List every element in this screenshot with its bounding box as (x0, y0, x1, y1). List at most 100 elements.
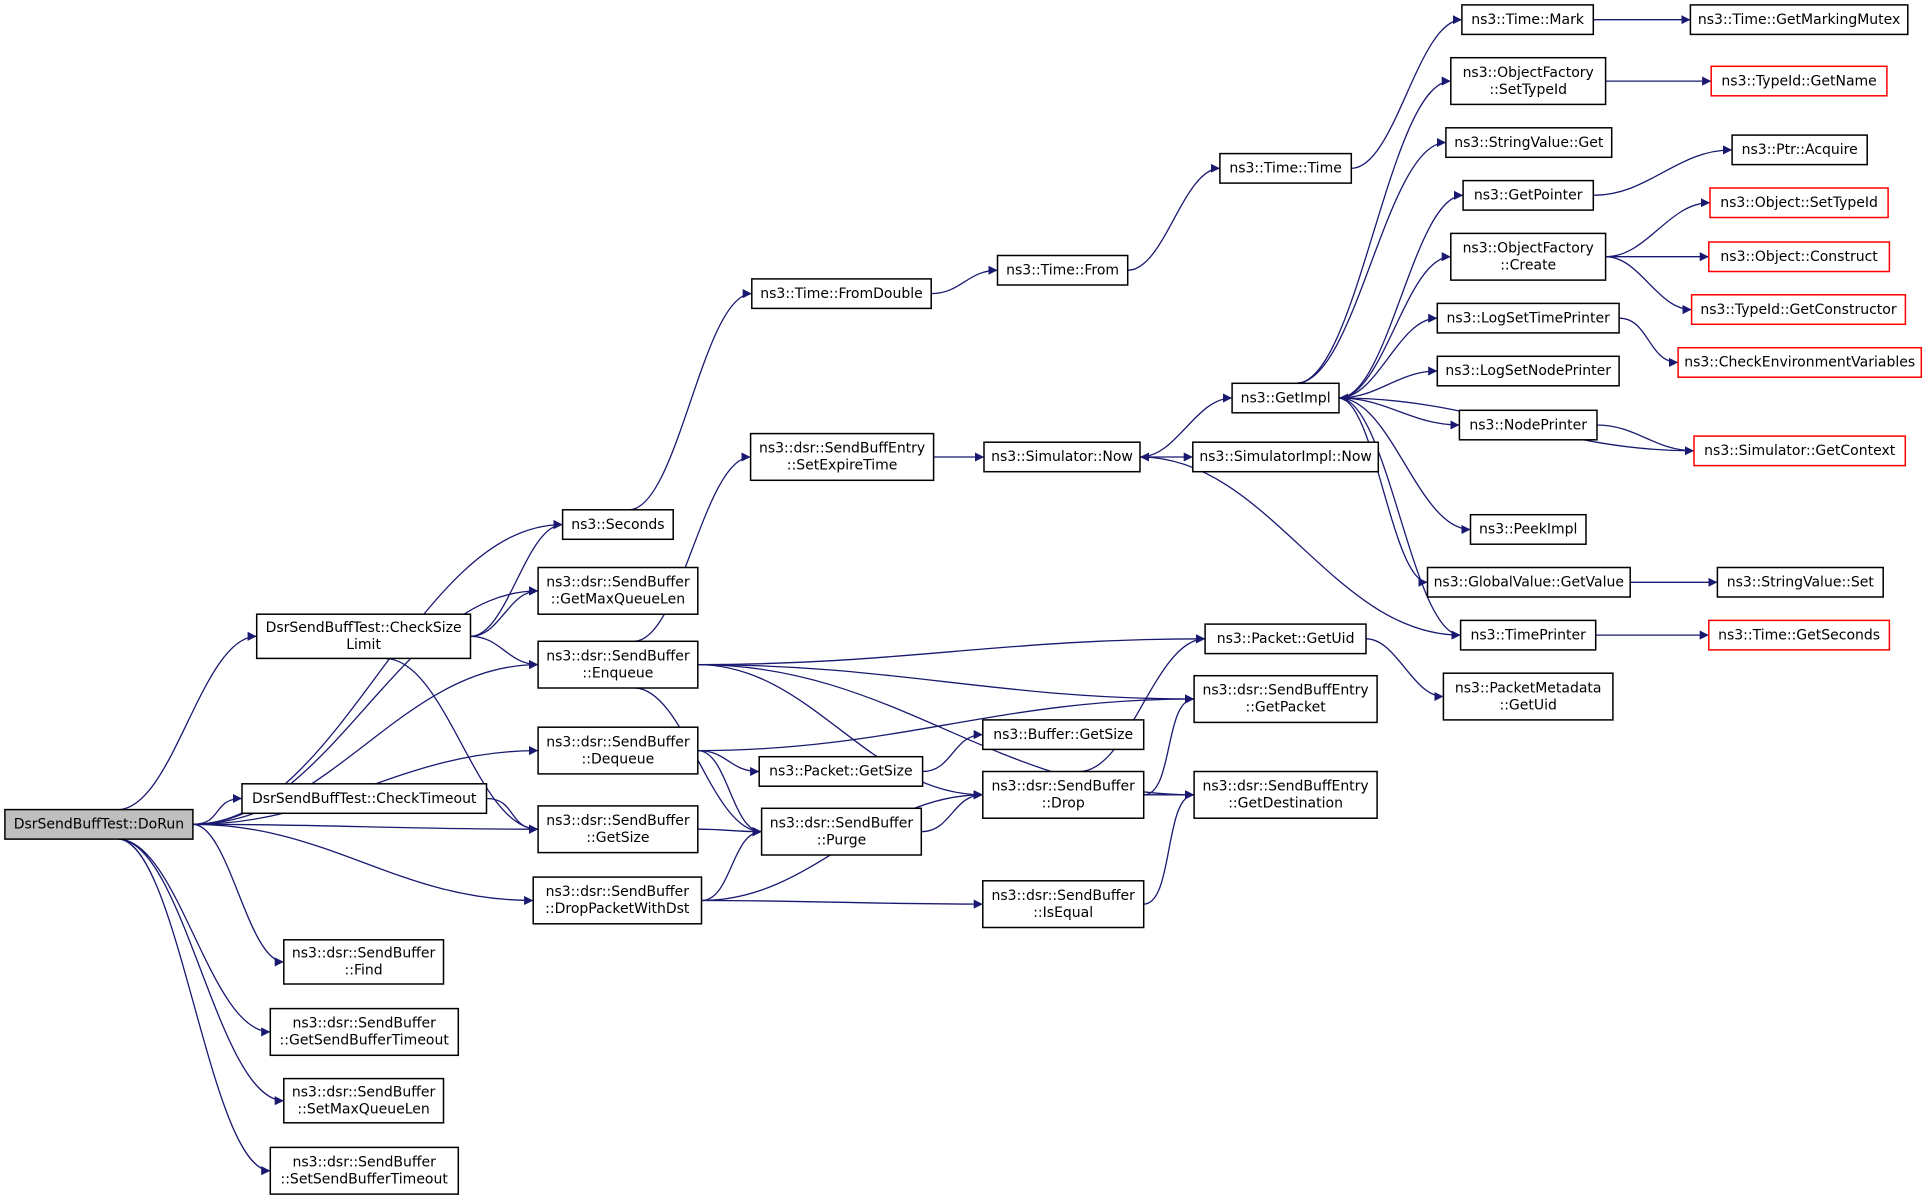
edge-path (1593, 145, 1733, 196)
node-box (532, 876, 703, 925)
nodes-layer: DsrSendBuffTest::DoRun DsrSendBuffTest::C… (4, 4, 1923, 1195)
node-label: ns3::dsr::SendBuffer (292, 946, 436, 962)
node-dequeue[interactable]: ns3::dsr::SendBuffer::Dequeue (537, 726, 699, 775)
edge-dorun-to-droppacketwithdst (192, 823, 534, 906)
node-label: ns3::TypeId::GetConstructor (1700, 302, 1896, 318)
node-label: ns3::dsr::SendBuffer (546, 884, 690, 900)
node-from[interactable]: ns3::Time::From (996, 254, 1129, 286)
node-droppacketwithdst[interactable]: ns3::dsr::SendBuffer::DropPacketWithDst (532, 876, 703, 925)
node-isequal[interactable]: ns3::dsr::SendBuffer::IsEqual (982, 880, 1145, 929)
edge-path (1296, 76, 1451, 384)
node-getmarkingmutex[interactable]: ns3::Time::GetMarkingMutex (1689, 4, 1909, 36)
node-drop[interactable]: ns3::dsr::SendBuffer::Drop (982, 770, 1145, 819)
edge-path (192, 823, 539, 834)
node-getpointer[interactable]: ns3::GetPointer (1462, 179, 1595, 211)
node-seconds[interactable]: ns3::Seconds (561, 509, 674, 541)
node-getsendbuffertimeout[interactable]: ns3::dsr::SendBuffer::GetSendBufferTimeo… (269, 1007, 460, 1057)
node-find[interactable]: ns3::dsr::SendBuffer::Find (283, 939, 445, 985)
node-getuid[interactable]: ns3::Packet::GetUid (1204, 623, 1367, 655)
node-setmaxqueuelen[interactable]: ns3::dsr::SendBuffer::SetMaxQueueLen (283, 1077, 445, 1124)
node-stringvalue-set[interactable]: ns3::StringValue::Set (1716, 566, 1884, 598)
edge-timeprinter-to-now (1139, 452, 1461, 636)
node-label: ::GetMaxQueueLen (551, 592, 685, 608)
node-object-settypeid[interactable]: ns3::Object::SetTypeId (1709, 187, 1889, 219)
node-packet-getsize[interactable]: ns3::Packet::GetSize (758, 755, 924, 787)
edge-from-to-time-time (1127, 163, 1220, 271)
node-label: ns3::Packet::GetSize (769, 764, 912, 780)
node-box (751, 278, 932, 310)
node-getmaxqueuelen[interactable]: ns3::dsr::SendBuffer::GetMaxQueueLen (537, 566, 699, 615)
node-label: ns3::Buffer::GetSize (993, 727, 1133, 743)
node-of-settypeid[interactable]: ns3::ObjectFactory::SetTypeId (1450, 56, 1607, 106)
node-setexpiretime[interactable]: ns3::dsr::SendBuffEntry::SetExpireTime (749, 432, 935, 482)
edge-path (1596, 424, 1695, 456)
node-label: ::Purge (817, 832, 867, 848)
edge-path (1338, 397, 1428, 587)
node-getcontext[interactable]: ns3::Simulator::GetContext (1693, 435, 1907, 467)
node-label: ns3::NodePrinter (1469, 417, 1587, 433)
node-ptr-acquire[interactable]: ns3::Ptr::Acquire (1731, 134, 1868, 166)
node-simimpl-now[interactable]: ns3::SimulatorImpl::Now (1192, 441, 1380, 473)
node-box (1450, 232, 1607, 281)
node-getpacket[interactable]: ns3::dsr::SendBuffEntry::GetPacket (1193, 674, 1378, 724)
node-purge[interactable]: ns3::dsr::SendBuffer::Purge (760, 807, 923, 856)
edge-path (192, 823, 534, 906)
edge-path (701, 827, 762, 902)
node-setsendbuffertimeout[interactable]: ns3::dsr::SendBuffer::SetSendBufferTimeo… (269, 1146, 460, 1195)
edge-isequal-to-getdestination (1143, 790, 1195, 905)
node-label: ns3::CheckEnvironmentVariables (1684, 355, 1915, 371)
edge-path (1365, 638, 1444, 702)
node-label: ns3::LogSetNodePrinter (1445, 363, 1611, 379)
node-timeprinter[interactable]: ns3::TimePrinter (1459, 619, 1597, 651)
edge-path (1139, 393, 1233, 458)
node-box (269, 1146, 460, 1195)
node-globalvalue-getvalue[interactable]: ns3::GlobalValue::GetValue (1426, 566, 1631, 598)
edge-enqueue-to-getuid (697, 634, 1206, 666)
node-packetmetadata-getuid[interactable]: ns3::PacketMetadata::GetUid (1442, 672, 1614, 721)
node-getseconds[interactable]: ns3::Time::GetSeconds (1708, 619, 1891, 651)
node-fromdouble[interactable]: ns3::Time::FromDouble (751, 278, 932, 310)
node-getdestination[interactable]: ns3::dsr::SendBuffEntry::GetDestination (1193, 770, 1378, 819)
node-of-create[interactable]: ns3::ObjectFactory::Create (1450, 232, 1607, 281)
node-box (241, 783, 488, 815)
node-typeid-getname[interactable]: ns3::TypeId::GetName (1710, 65, 1888, 97)
edge-path (117, 838, 271, 1176)
edge-path (697, 749, 760, 777)
node-time-time[interactable]: ns3::Time::Time (1219, 152, 1353, 184)
edge-path (1143, 790, 1195, 905)
node-peekimpl[interactable]: ns3::PeekImpl (1469, 513, 1587, 545)
node-logsettimeprinter[interactable]: ns3::LogSetTimePrinter (1436, 302, 1620, 334)
node-box (1445, 127, 1613, 159)
node-mark[interactable]: ns3::Time::Mark (1461, 4, 1595, 36)
node-getsize[interactable]: ns3::dsr::SendBuffer::GetSize (537, 805, 699, 854)
edge-dorun-to-enqueue (192, 660, 539, 825)
edge-purge-to-drop (921, 790, 983, 833)
node-checktimeout[interactable]: DsrSendBuffTest::CheckTimeout (241, 783, 488, 815)
node-enqueue[interactable]: ns3::dsr::SendBuffer::Enqueue (537, 640, 699, 689)
node-stringvalue-get[interactable]: ns3::StringValue::Get (1445, 127, 1613, 159)
edge-checksize-to-seconds (470, 520, 563, 637)
edge-dorun-to-checktimeout (192, 793, 243, 825)
edge-getpointer-to-ptr-acquire (1593, 145, 1733, 196)
node-now[interactable]: ns3::Simulator::Now (983, 441, 1141, 473)
node-box (1708, 241, 1891, 273)
node-getimpl[interactable]: ns3::GetImpl (1231, 382, 1340, 414)
node-dorun[interactable]: DsrSendBuffTest::DoRun (4, 808, 194, 840)
edge-checksize-to-getsize (384, 657, 539, 834)
node-object-construct[interactable]: ns3::Object::Construct (1708, 241, 1891, 273)
node-box (283, 939, 445, 985)
node-typeid-getconstructor[interactable]: ns3::TypeId::GetConstructor (1690, 294, 1907, 326)
node-box (758, 755, 924, 787)
edge-checktimeout-to-getsize (486, 797, 539, 834)
node-label: ns3::GetImpl (1241, 390, 1331, 406)
node-label: ns3::dsr::SendBuffer (546, 734, 690, 750)
edge-path (470, 586, 539, 637)
edge-getimpl-to-logsettimeprinter (1338, 313, 1438, 399)
node-checkenv[interactable]: ns3::CheckEnvironmentVariables (1677, 346, 1923, 378)
node-logsetnodeprinter[interactable]: ns3::LogSetNodePrinter (1436, 355, 1620, 387)
node-buffer-getsize[interactable]: ns3::Buffer::GetSize (982, 719, 1145, 751)
node-label: ns3::dsr::SendBuffer (546, 648, 690, 664)
edge-path (470, 635, 539, 670)
node-nodeprinter[interactable]: ns3::NodePrinter (1458, 409, 1598, 441)
